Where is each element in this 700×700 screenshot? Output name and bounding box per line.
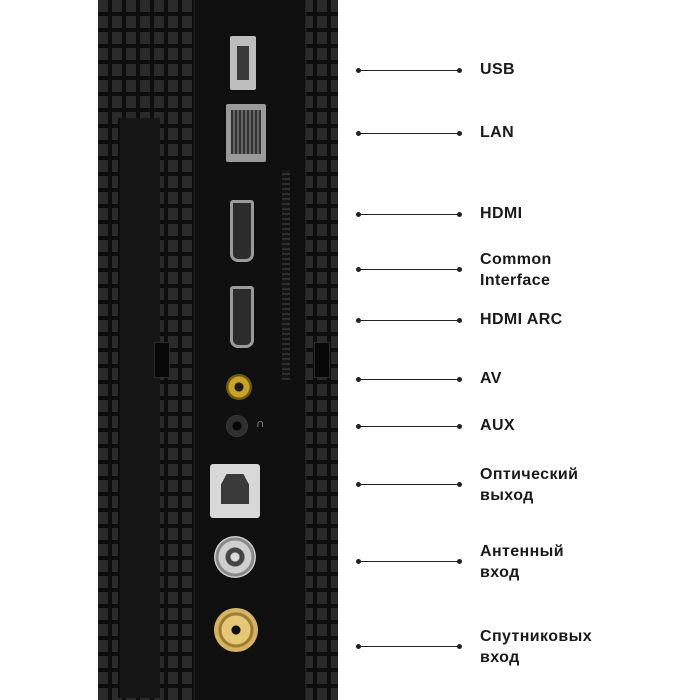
label-hdmi: HDMI xyxy=(480,205,523,222)
label-optical: Оптический выход xyxy=(480,466,579,504)
leader-line xyxy=(356,482,462,487)
usb-port xyxy=(230,36,256,90)
label-antenna: Антенный вход xyxy=(480,543,564,581)
label-hdmi-arc: HDMI ARC xyxy=(480,311,563,328)
tv-back-panel: ∩ xyxy=(98,0,338,700)
label-av: AV xyxy=(480,370,502,387)
label-common-interface: Common Interface xyxy=(480,251,552,289)
leader-line xyxy=(356,68,462,73)
mount-bracket xyxy=(118,118,160,698)
hdmi-port xyxy=(230,200,254,262)
leader-line xyxy=(356,424,462,429)
antenna-port xyxy=(214,536,256,578)
optical-port xyxy=(210,464,260,518)
aux-port xyxy=(226,415,248,437)
headphone-icon: ∩ xyxy=(256,416,265,430)
av-port xyxy=(226,374,252,400)
label-satellite: Спутниковых вход xyxy=(480,628,593,666)
leader-line xyxy=(356,644,462,649)
leader-line xyxy=(356,318,462,323)
leader-line xyxy=(356,377,462,382)
label-usb: USB xyxy=(480,61,515,78)
side-rail xyxy=(282,170,290,380)
leader-line xyxy=(356,267,462,272)
label-aux: AUX xyxy=(480,417,515,434)
leader-line xyxy=(356,131,462,136)
satellite-port xyxy=(214,608,258,652)
hdmi-arc-port xyxy=(230,286,254,348)
leader-line xyxy=(356,559,462,564)
cable-clip-right xyxy=(314,342,330,378)
label-lan: LAN xyxy=(480,124,515,141)
lan-port xyxy=(226,104,266,162)
cable-clip-left xyxy=(154,342,170,378)
leader-line xyxy=(356,212,462,217)
